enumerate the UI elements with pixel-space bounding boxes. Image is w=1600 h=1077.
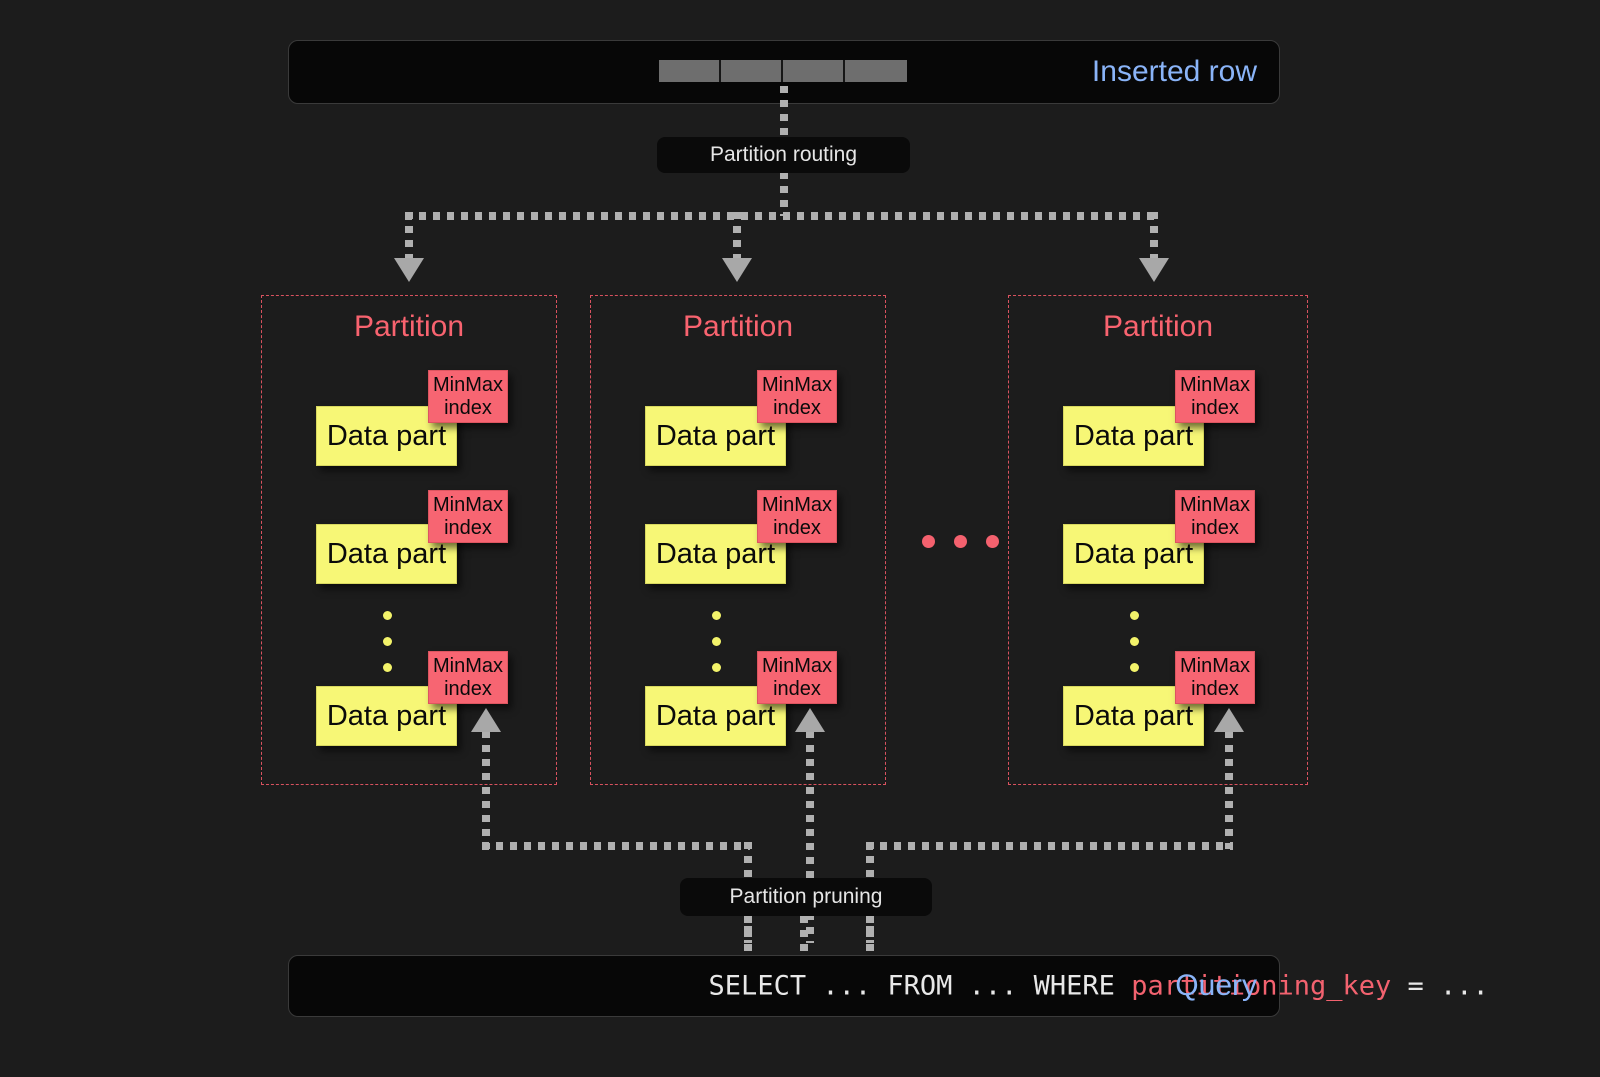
data-part-box: Data part <box>316 406 457 466</box>
partitions-ellipsis <box>922 535 999 548</box>
ellipsis-dot <box>922 535 935 548</box>
connector-pruning-to-query-3 <box>866 916 874 956</box>
data-part-box: Data part <box>1063 524 1204 584</box>
minmax-index-box: MinMax index <box>428 490 508 543</box>
minmax-index-label: MinMax index <box>432 494 503 539</box>
connector-pruning-to-query-1 <box>744 916 752 956</box>
minmax-index-label: MinMax index <box>761 374 832 419</box>
minmax-index-label: MinMax index <box>1179 494 1250 539</box>
connector-pruning-to-query-2 <box>800 916 808 956</box>
arrow-down-partition-3 <box>1139 258 1169 282</box>
data-parts-ellipsis <box>383 611 392 689</box>
partition-box-2: Partition MinMax index Data part MinMax … <box>590 295 886 785</box>
ellipsis-dot <box>1130 611 1139 620</box>
arrow-down-partition-2 <box>722 258 752 282</box>
connector-prune-bus-right <box>866 842 1233 850</box>
minmax-index-box: MinMax index <box>757 490 837 543</box>
row-cell <box>659 60 721 82</box>
partition-routing-label: Partition routing <box>657 137 910 173</box>
minmax-index-box: MinMax index <box>757 651 837 704</box>
query-sql-suffix: = ... <box>1391 970 1489 1002</box>
arrow-up-partition-2 <box>795 708 825 732</box>
inserted-row-label: Inserted row <box>1091 55 1257 88</box>
connector-routing-branch-3 <box>1150 212 1158 264</box>
row-cell <box>783 60 845 82</box>
connector-prune-branch-1 <box>482 731 490 849</box>
row-cell <box>845 60 907 82</box>
connector-prune-branch-3 <box>1225 731 1233 849</box>
inserted-row-banner: Inserted row <box>288 40 1280 104</box>
minmax-index-box: MinMax index <box>1175 370 1255 423</box>
row-cell <box>721 60 783 82</box>
data-parts-ellipsis <box>712 611 721 689</box>
query-label: Query <box>1175 969 1257 1002</box>
partition-box-1: Partition MinMax index Data part MinMax … <box>261 295 557 785</box>
minmax-index-box: MinMax index <box>1175 651 1255 704</box>
partition-title: Partition <box>353 310 465 343</box>
data-part-box: Data part <box>316 686 457 746</box>
ellipsis-dot <box>1130 637 1139 646</box>
partition-pruning-label: Partition pruning <box>680 878 932 916</box>
minmax-index-label: MinMax index <box>1179 374 1250 419</box>
partition-title: Partition <box>1102 310 1214 343</box>
arrow-up-partition-1 <box>471 708 501 732</box>
ellipsis-dot <box>712 611 721 620</box>
ellipsis-dot <box>383 611 392 620</box>
connector-routing-branch-1 <box>405 212 413 264</box>
minmax-index-label: MinMax index <box>432 655 503 700</box>
minmax-index-box: MinMax index <box>428 651 508 704</box>
connector-routing-stem <box>780 172 788 216</box>
minmax-index-label: MinMax index <box>432 374 503 419</box>
data-part-box: Data part <box>1063 686 1204 746</box>
minmax-index-label: MinMax index <box>761 655 832 700</box>
connector-prune-branch-2 <box>806 731 814 943</box>
minmax-index-box: MinMax index <box>757 370 837 423</box>
ellipsis-dot <box>712 637 721 646</box>
minmax-index-box: MinMax index <box>428 370 508 423</box>
ellipsis-dot <box>383 637 392 646</box>
ellipsis-dot <box>954 535 967 548</box>
connector-routing-bus <box>405 212 1157 220</box>
connector-prune-bus-left <box>482 842 750 850</box>
arrow-down-partition-1 <box>394 258 424 282</box>
query-sql-text: SELECT ... FROM ... WHERE partitioning_k… <box>611 940 1489 1033</box>
ellipsis-dot <box>986 535 999 548</box>
partition-title: Partition <box>682 310 794 343</box>
query-banner: SELECT ... FROM ... WHERE partitioning_k… <box>288 955 1489 1017</box>
ellipsis-dot <box>1130 663 1139 672</box>
inserted-row-cells <box>659 60 907 82</box>
connector-routing-branch-2 <box>733 212 741 264</box>
arrow-up-partition-3 <box>1214 708 1244 732</box>
ellipsis-dot <box>712 663 721 672</box>
query-partitioning-key: partitioning_key <box>1131 970 1392 1002</box>
minmax-index-label: MinMax index <box>761 494 832 539</box>
minmax-index-box: MinMax index <box>1175 490 1255 543</box>
connector-insert-to-routing <box>780 86 788 138</box>
data-parts-ellipsis <box>1130 611 1139 689</box>
ellipsis-dot <box>383 663 392 672</box>
query-sql-prefix: SELECT ... FROM ... WHERE <box>708 970 1132 1002</box>
minmax-index-label: MinMax index <box>1179 655 1250 700</box>
partition-box-3: Partition MinMax index Data part MinMax … <box>1008 295 1308 785</box>
